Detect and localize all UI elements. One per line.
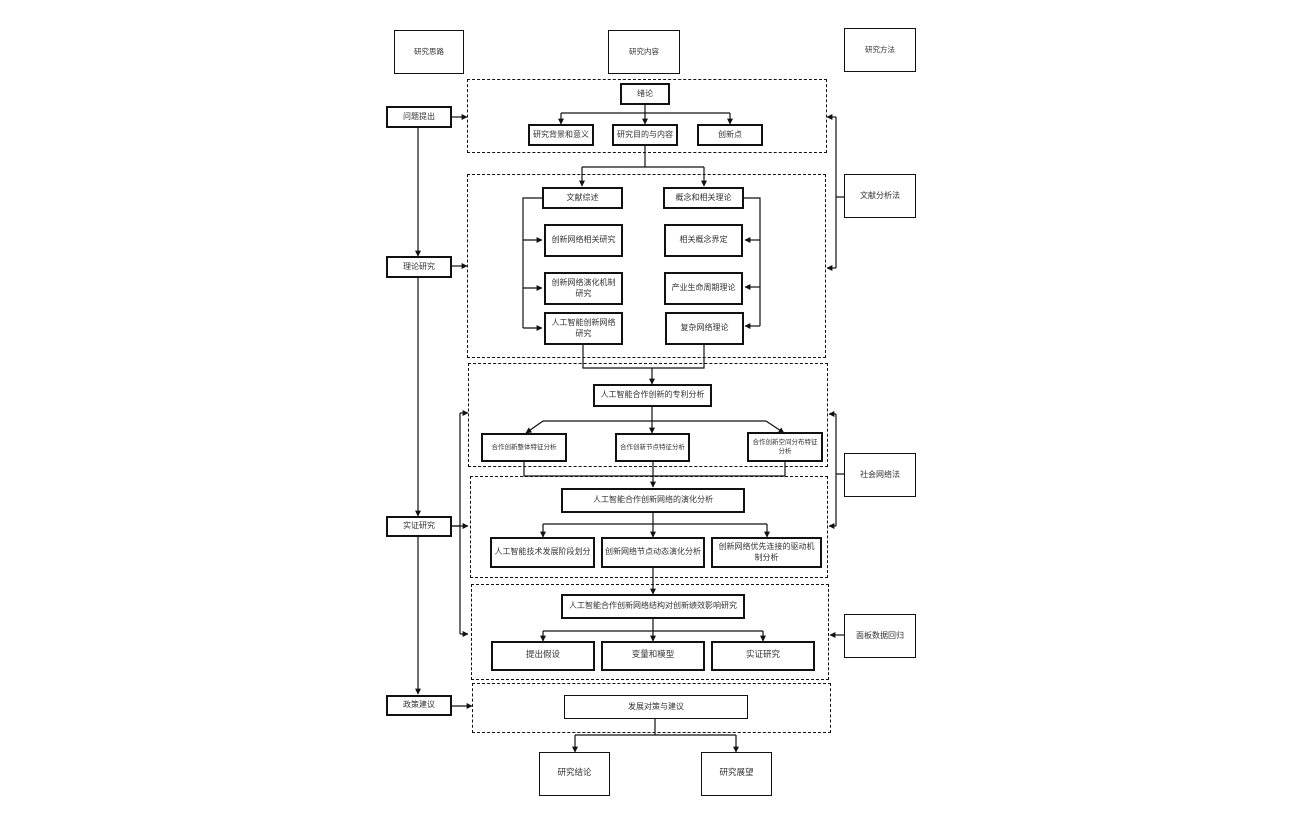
- header-research-methods: 研究方法: [844, 28, 916, 72]
- section-theory: [467, 174, 826, 358]
- theory-concept-definition: 相关概念界定: [664, 224, 743, 257]
- policy-title: 发展对策与建议: [564, 695, 748, 719]
- section-patent: [468, 363, 828, 467]
- section-evolution: [470, 476, 828, 578]
- evolution-title: 人工智能合作创新网络的演化分析: [561, 488, 745, 513]
- header-research-content: 研究内容: [608, 30, 680, 74]
- impact-variables-model: 变量和模型: [601, 641, 705, 671]
- intro-purpose: 研究目的与内容: [612, 124, 678, 146]
- theory-lit-ai-network: 人工智能创新网络研究: [544, 312, 623, 345]
- section-impact: [471, 584, 829, 680]
- stage-problem: 问题提出: [386, 106, 452, 128]
- method-social-network: 社会网络法: [844, 453, 916, 497]
- theory-literature-review: 文献综述: [542, 187, 623, 209]
- intro-title: 绪论: [620, 83, 670, 105]
- section-policy: [472, 683, 831, 733]
- policy-conclusion: 研究结论: [539, 752, 610, 796]
- stage-empirical: 实证研究: [386, 516, 452, 537]
- theory-industry-lifecycle: 产业生命周期理论: [664, 272, 743, 305]
- connector-line: [582, 344, 705, 369]
- policy-outlook: 研究展望: [701, 752, 772, 796]
- impact-hypotheses: 提出假设: [491, 641, 595, 671]
- evolution-node-dynamics: 创新网络节点动态演化分析: [601, 537, 705, 568]
- intro-background: 研究背景和意义: [528, 124, 594, 146]
- patent-overall-features: 合作创新整体特征分析: [481, 433, 567, 462]
- patent-spatial-features: 合作创新空间分布特征分析: [747, 432, 823, 462]
- section-intro: [467, 79, 827, 153]
- header-research-thinking: 研究思路: [394, 30, 464, 74]
- connector-line: [743, 197, 761, 326]
- method-panel-regression: 面板数据回归: [844, 614, 916, 658]
- stage-theory: 理论研究: [386, 256, 452, 278]
- theory-lit-innovation-network: 创新网络相关研究: [544, 224, 623, 257]
- connector-line: [525, 420, 544, 434]
- patent-node-features: 合作创新节点特征分析: [615, 433, 690, 462]
- connector-line: [835, 414, 844, 526]
- theory-lit-evolution-mechanism: 创新网络演化机制研究: [544, 272, 623, 305]
- arrow-empirical-sections: [452, 413, 461, 634]
- evolution-preferential-attachment: 创新网络优先连接的驱动机制分析: [711, 537, 822, 568]
- theory-complex-network: 复杂网络理论: [665, 312, 744, 345]
- impact-empirical: 实证研究: [711, 641, 815, 671]
- stage-policy: 政策建议: [386, 695, 452, 716]
- connector-line: [522, 197, 543, 328]
- impact-title: 人工智能合作创新网络结构对创新绩效影响研究: [561, 594, 745, 619]
- theory-concepts: 概念和相关理论: [663, 187, 744, 209]
- method-literature-analysis: 文献分析法: [844, 174, 916, 218]
- patent-title: 人工智能合作创新的专利分析: [593, 384, 712, 407]
- intro-innovation: 创新点: [697, 124, 763, 146]
- connector-line: [765, 420, 785, 434]
- evolution-stage-division: 人工智能技术发展阶段划分: [490, 537, 595, 568]
- connector-line: [835, 117, 844, 268]
